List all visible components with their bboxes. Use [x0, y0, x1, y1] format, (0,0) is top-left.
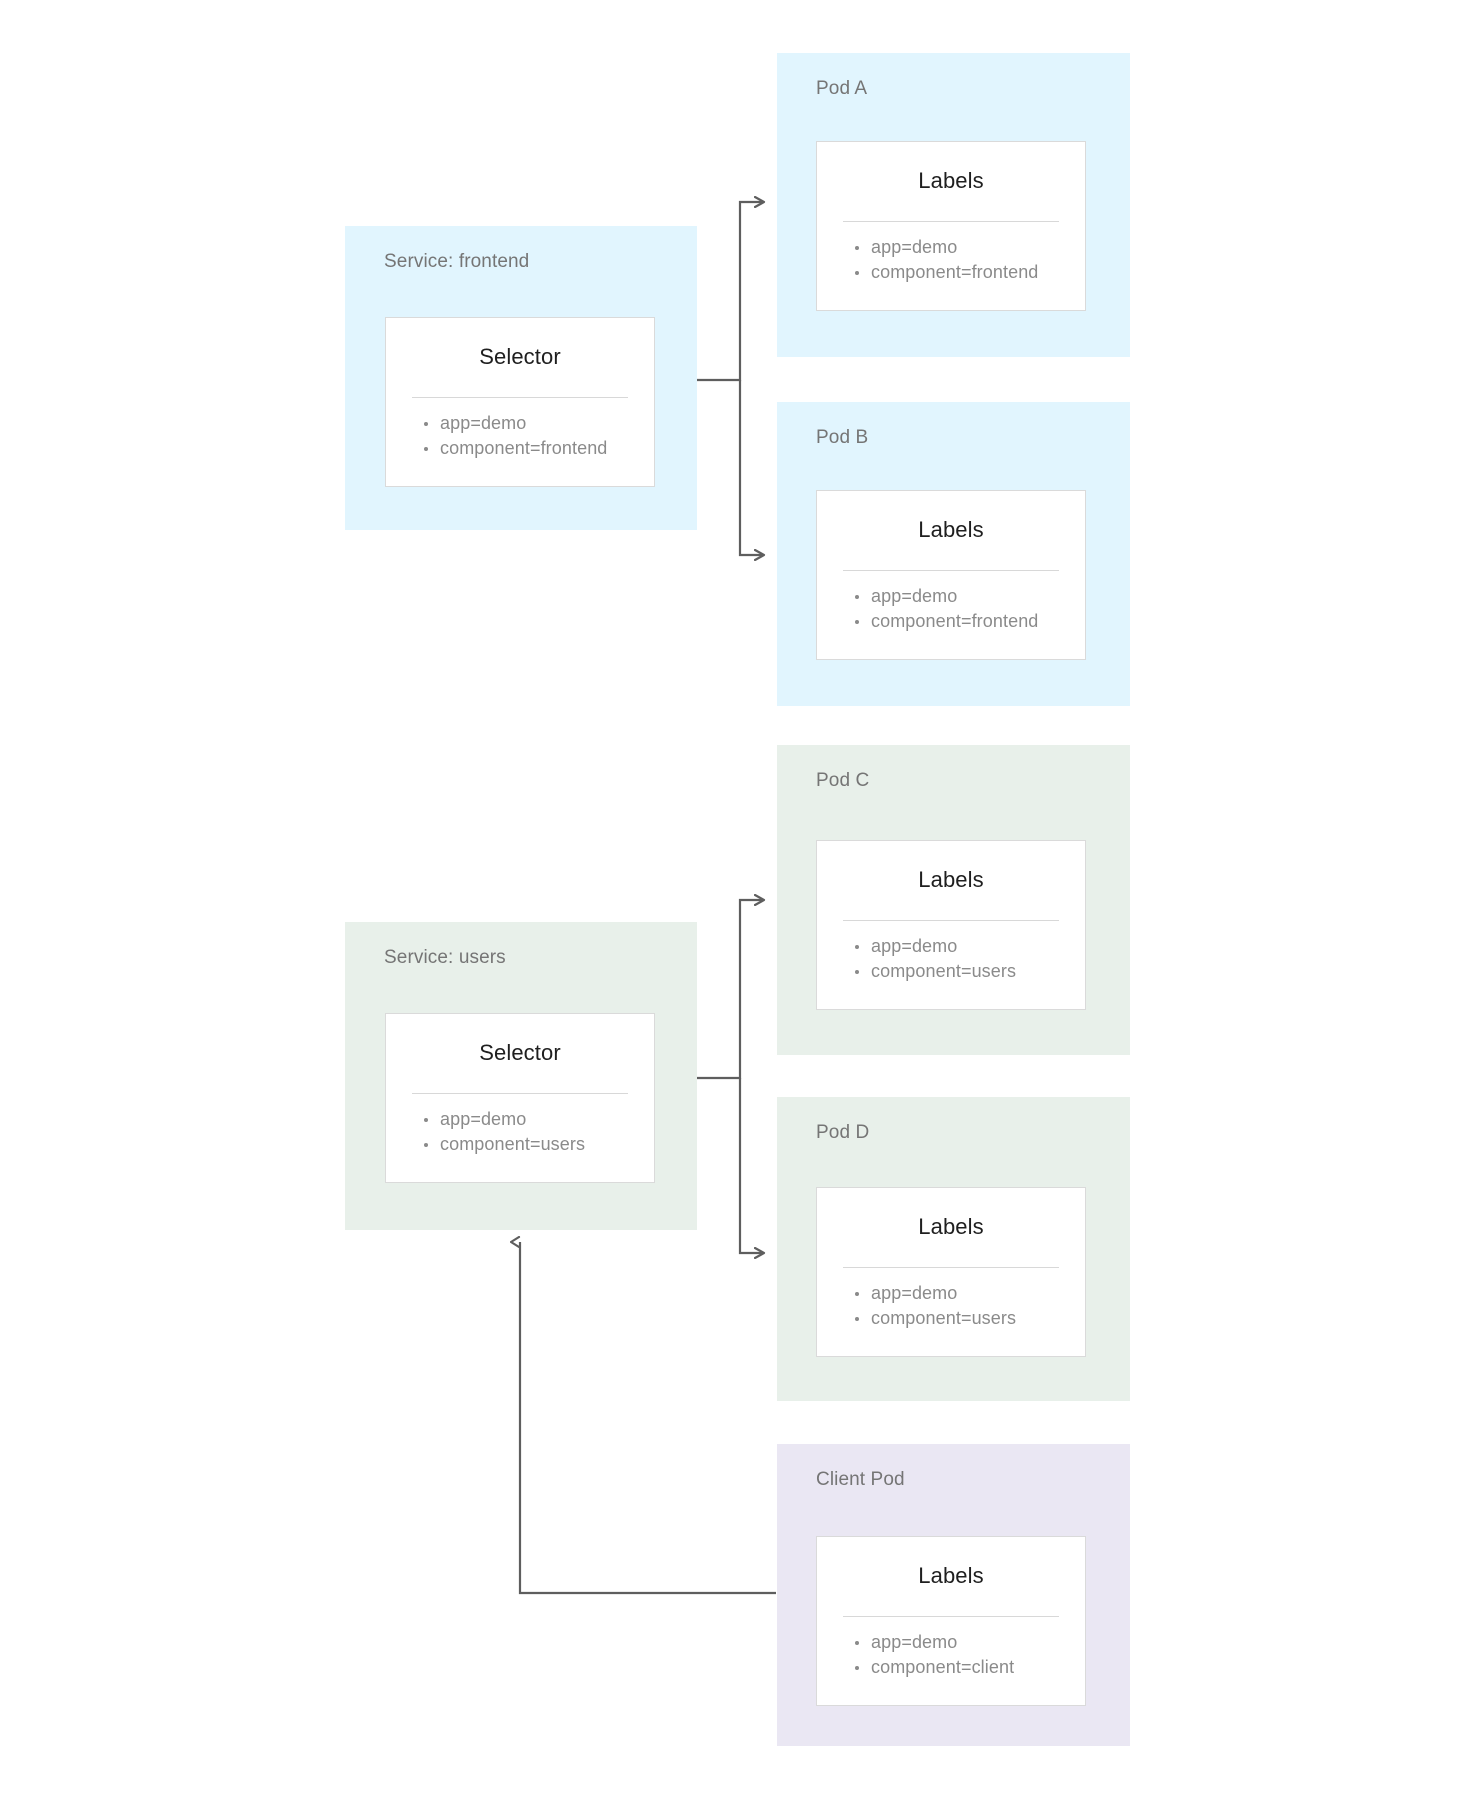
- pod-a-label-list: app=demo component=frontend: [817, 222, 1085, 285]
- client-pod-card-title: Labels: [918, 1563, 984, 1588]
- edge-users-to-pod-d: [738, 1078, 764, 1253]
- service-users-group-label: Service: users: [384, 947, 506, 968]
- service-users-group: Service: users Selector app=demo compone…: [345, 922, 697, 1230]
- pod-a-group: Pod A Labels app=demo component=frontend: [777, 53, 1130, 357]
- edge-frontend-to-pod-a: [697, 202, 764, 382]
- service-users-selector-list: app=demo component=users: [386, 1094, 654, 1157]
- client-pod-label-item: component=client: [817, 1655, 1085, 1680]
- pod-a-group-label: Pod A: [816, 78, 868, 99]
- service-frontend-card-divider: [412, 397, 628, 398]
- pod-a-labels-card: Labels app=demo component=frontend: [816, 141, 1086, 311]
- pod-b-card-divider: [843, 570, 1059, 571]
- pod-a-card-title: Labels: [918, 168, 984, 193]
- pod-c-card-title: Labels: [918, 867, 984, 892]
- pod-d-labels-card: Labels app=demo component=users: [816, 1187, 1086, 1357]
- pod-b-label-item: component=frontend: [817, 609, 1085, 634]
- service-users-card-title: Selector: [479, 1040, 561, 1065]
- service-users-selector-card: Selector app=demo component=users: [385, 1013, 655, 1183]
- service-frontend-card-title: Selector: [479, 344, 561, 369]
- client-pod-card-divider: [843, 1616, 1059, 1617]
- pod-c-label-list: app=demo component=users: [817, 921, 1085, 984]
- pod-a-label-item: app=demo: [817, 235, 1085, 260]
- pod-b-label-list: app=demo component=frontend: [817, 571, 1085, 634]
- service-frontend-selector-item: component=frontend: [386, 436, 654, 461]
- service-users-selector-item: app=demo: [386, 1107, 654, 1132]
- pod-a-label-item: component=frontend: [817, 260, 1085, 285]
- pod-c-group-label: Pod C: [816, 770, 870, 791]
- client-pod-group-label: Client Pod: [816, 1469, 905, 1490]
- pod-d-label-item: component=users: [817, 1306, 1085, 1331]
- service-users-card-divider: [412, 1093, 628, 1094]
- client-pod-label-list: app=demo component=client: [817, 1617, 1085, 1680]
- edge-users-to-pod-c: [697, 900, 764, 1080]
- pod-a-card-divider: [843, 221, 1059, 222]
- pod-c-labels-card: Labels app=demo component=users: [816, 840, 1086, 1010]
- service-frontend-selector-card: Selector app=demo component=frontend: [385, 317, 655, 487]
- edge-client-to-users: [520, 1242, 776, 1595]
- pod-c-label-item: component=users: [817, 959, 1085, 984]
- client-pod-group: Client Pod Labels app=demo component=cli…: [777, 1444, 1130, 1746]
- service-users-selector-item: component=users: [386, 1132, 654, 1157]
- service-frontend-selector-list: app=demo component=frontend: [386, 398, 654, 461]
- pod-b-group: Pod B Labels app=demo component=frontend: [777, 402, 1130, 706]
- pod-d-label-item: app=demo: [817, 1281, 1085, 1306]
- client-pod-label-item: app=demo: [817, 1630, 1085, 1655]
- pod-d-card-title: Labels: [918, 1214, 984, 1239]
- service-frontend-selector-item: app=demo: [386, 411, 654, 436]
- pod-c-label-item: app=demo: [817, 934, 1085, 959]
- pod-b-label-item: app=demo: [817, 584, 1085, 609]
- service-frontend-group: Service: frontend Selector app=demo comp…: [345, 226, 697, 530]
- client-pod-labels-card: Labels app=demo component=client: [816, 1536, 1086, 1706]
- pod-c-group: Pod C Labels app=demo component=users: [777, 745, 1130, 1055]
- edge-frontend-to-pod-b: [738, 380, 764, 555]
- pod-b-labels-card: Labels app=demo component=frontend: [816, 490, 1086, 660]
- service-frontend-group-label: Service: frontend: [384, 251, 530, 272]
- pod-d-label-list: app=demo component=users: [817, 1268, 1085, 1331]
- pod-b-card-title: Labels: [918, 517, 984, 542]
- pod-b-group-label: Pod B: [816, 427, 869, 448]
- pod-d-group-label: Pod D: [816, 1122, 870, 1143]
- pod-d-group: Pod D Labels app=demo component=users: [777, 1097, 1130, 1401]
- pod-c-card-divider: [843, 920, 1059, 921]
- pod-d-card-divider: [843, 1267, 1059, 1268]
